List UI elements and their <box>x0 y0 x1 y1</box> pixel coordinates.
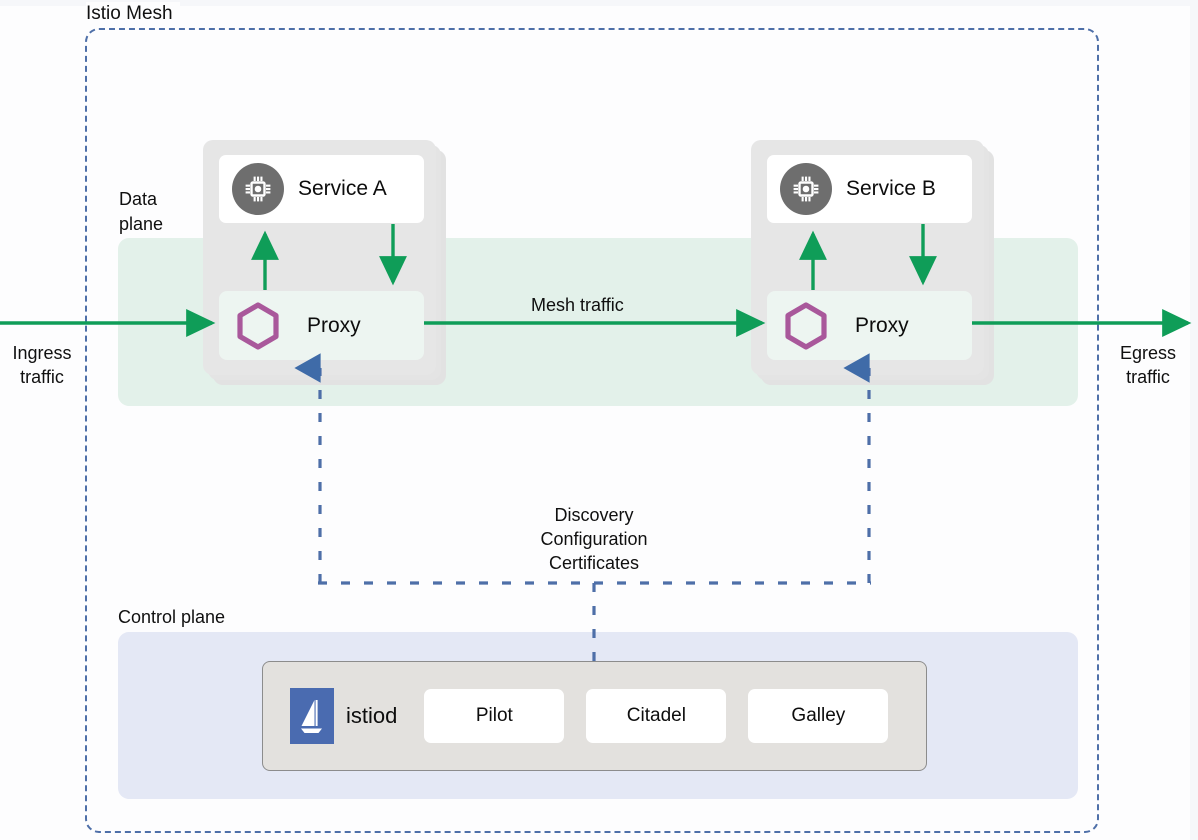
istio-mesh-title: Istio Mesh <box>86 2 180 26</box>
istio-mesh-boundary <box>85 28 1099 833</box>
hexagon-icon <box>779 299 833 353</box>
service-label: Service B <box>846 177 936 200</box>
egress-traffic-label: Egress traffic <box>1119 343 1177 387</box>
istio-sail-logo-icon <box>290 688 334 744</box>
pod-service-a: Service A Proxy <box>203 140 446 385</box>
istiod-box[interactable]: istiod Pilot Citadel Galley <box>262 661 927 771</box>
component-pilot[interactable]: Pilot <box>424 689 565 743</box>
control-plane-label: Control plane <box>118 607 226 627</box>
proxy-label: Proxy <box>307 313 361 337</box>
component-galley[interactable]: Galley <box>748 689 889 743</box>
data-plane-label: Data plane <box>119 189 164 234</box>
chip-icon <box>780 163 832 215</box>
service-box[interactable]: Service A <box>219 155 424 223</box>
pod-service-b: Service B Proxy <box>751 140 994 385</box>
service-label: Service A <box>298 177 387 200</box>
hexagon-icon <box>231 299 285 353</box>
page-right-edge <box>1190 0 1198 840</box>
chip-icon <box>232 163 284 215</box>
component-citadel[interactable]: Citadel <box>586 689 727 743</box>
service-box[interactable]: Service B <box>767 155 972 223</box>
mesh-traffic-label: Mesh traffic <box>531 295 624 315</box>
proxy-label: Proxy <box>855 313 909 337</box>
ingress-traffic-label: Ingress traffic <box>12 343 72 387</box>
page-top-edge <box>0 0 1198 6</box>
istiod-label: istiod <box>346 703 398 728</box>
proxy-box[interactable]: Proxy <box>219 291 424 360</box>
discovery-config-certificates-label: Discovery Configuration Certificates <box>540 505 648 573</box>
proxy-box[interactable]: Proxy <box>767 291 972 360</box>
